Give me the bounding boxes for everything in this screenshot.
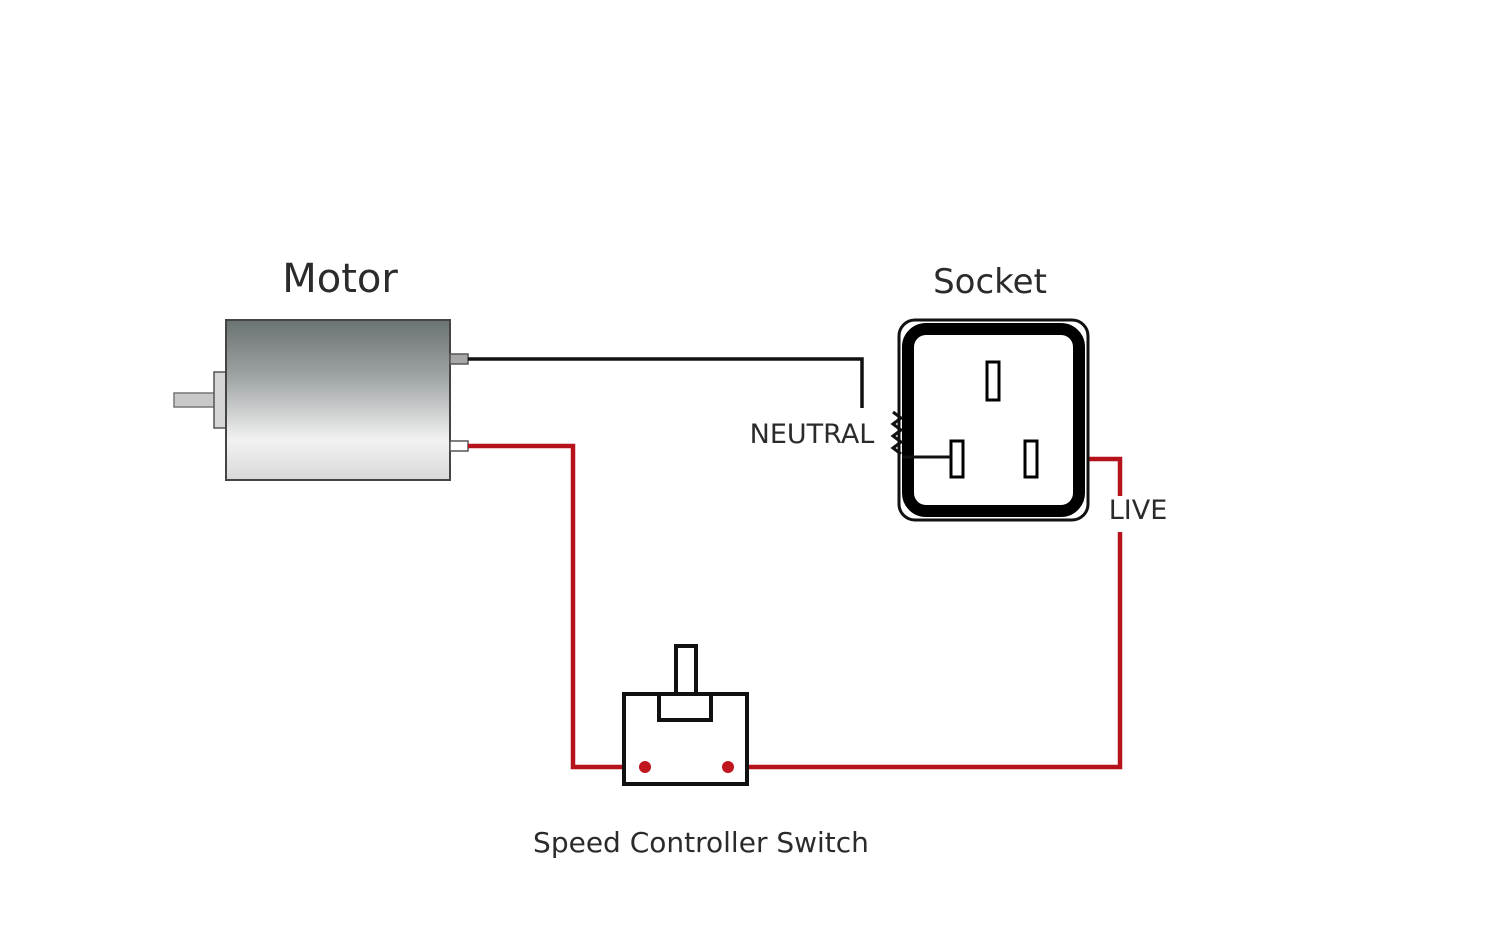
motor-body [225,319,451,481]
motor [173,319,469,481]
socket [890,318,1090,522]
motor-flange [213,371,227,429]
motor-terminal-1 [449,353,469,365]
neutral-label: NEUTRAL [750,419,875,450]
motor-label: Motor [282,256,398,302]
live-wire-motor-to-switch [468,443,640,770]
switch-terminal-2 [722,761,734,773]
socket-inner-frame [902,323,1085,517]
switch-knob-base [657,692,713,722]
neutral-coil-icon [890,410,904,456]
socket-earth-pin [985,360,1001,402]
live-wire-switch-to-socket [730,532,1123,770]
switch-knob-shaft [674,644,698,698]
live-label: LIVE [1109,495,1168,526]
socket-live-pin [1023,439,1039,479]
switch-terminal-1 [639,761,651,773]
switch-label: Speed Controller Switch [533,826,869,859]
socket-neutral-pin [949,439,965,479]
motor-terminal-2 [449,440,469,452]
speed-controller-switch [622,644,749,786]
motor-shaft [173,392,217,408]
socket-label: Socket [933,262,1047,302]
neutral-wire [468,357,864,408]
